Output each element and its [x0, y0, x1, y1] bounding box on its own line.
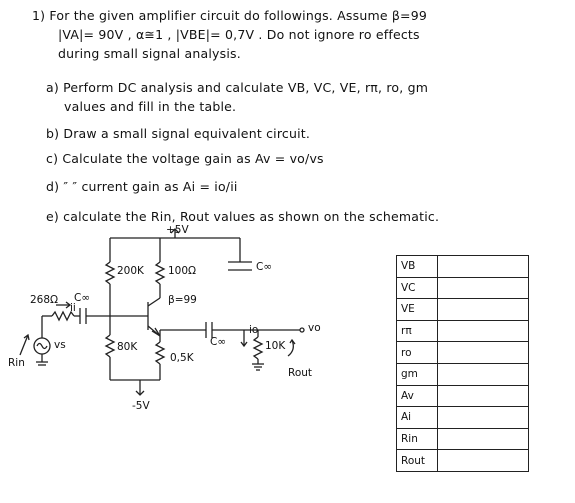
label-beta: β=99 [168, 294, 197, 306]
table-row: Rout [396, 449, 529, 472]
table-row: ro [396, 341, 529, 364]
part-d: d) ″ ″ current gain as Ai = io/ii [46, 179, 238, 194]
row-value-cell[interactable] [437, 362, 529, 386]
row-label: Av [396, 384, 438, 408]
label-80k: 80K [117, 341, 138, 353]
label-rout: Rout [288, 367, 313, 379]
row-label: Rout [396, 449, 438, 472]
row-value-cell[interactable] [437, 255, 529, 278]
table-row: VB [396, 255, 529, 278]
table-row: gm [396, 362, 529, 386]
row-label: Ai [396, 406, 438, 429]
part-a-line-1: a) Perform DC analysis and calculate VB,… [46, 80, 429, 95]
transistor-collector [147, 297, 161, 307]
row-label: VC [396, 276, 438, 300]
table-row: Ai [396, 406, 529, 429]
label-io: io [249, 324, 259, 336]
label-200k: 200K [117, 265, 144, 277]
label-100: 100Ω [168, 265, 197, 277]
row-value-cell[interactable] [437, 341, 529, 364]
part-c: c) Calculate the voltage gain as Av = vo… [46, 151, 324, 166]
table-row: Rin [396, 427, 529, 451]
resistor-268 [51, 310, 75, 322]
part-b: b) Draw a small signal equivalent circui… [46, 126, 311, 141]
table-row: VE [396, 298, 529, 321]
resistor-100 [154, 261, 166, 285]
label-vplus: +5V [166, 224, 189, 236]
row-value-cell[interactable] [437, 319, 529, 343]
label-ii: ii [70, 302, 76, 314]
row-value-cell[interactable] [437, 298, 529, 321]
resistor-0-5k [154, 341, 166, 365]
label-vs: vs [54, 339, 66, 351]
table-row: Av [396, 384, 529, 408]
label-10k: 10K [265, 340, 286, 352]
label-cinf-in: C∞ [74, 292, 91, 304]
part-e: e) calculate the Rin, Rout values as sho… [46, 209, 440, 224]
label-rin: Rin [8, 357, 25, 369]
row-label: gm [396, 362, 438, 386]
problem-line-2: |VA|= 90V , α≅1 , |VBE|= 0,7V . Do not i… [58, 27, 420, 42]
resistor-200k [104, 261, 116, 285]
row-value-cell[interactable] [437, 449, 529, 472]
problem-line-3: during small signal analysis. [58, 46, 241, 61]
table-row: rπ [396, 319, 529, 343]
label-268: 268Ω [30, 294, 59, 306]
label-vo: vo [308, 322, 321, 334]
resistor-10k [252, 336, 264, 360]
label-cinf-out: C∞ [210, 336, 227, 348]
row-value-cell[interactable] [437, 276, 529, 300]
row-label: ro [396, 341, 438, 364]
row-label: VB [396, 255, 438, 278]
row-value-cell[interactable] [437, 406, 529, 429]
row-label: rπ [396, 319, 438, 343]
row-label: Rin [396, 427, 438, 451]
problem-line-1: 1) For the given amplifier circuit do fo… [32, 8, 428, 23]
table-row: VC [396, 276, 529, 300]
row-value-cell[interactable] [437, 427, 529, 451]
label-vminus: -5V [132, 400, 150, 412]
row-label: VE [396, 298, 438, 321]
label-cinf-top: C∞ [256, 261, 273, 273]
part-a-line-2: values and fill in the table. [64, 99, 237, 114]
row-value-cell[interactable] [437, 384, 529, 408]
resistor-80k [104, 334, 116, 358]
label-re: 0,5K [170, 352, 194, 364]
